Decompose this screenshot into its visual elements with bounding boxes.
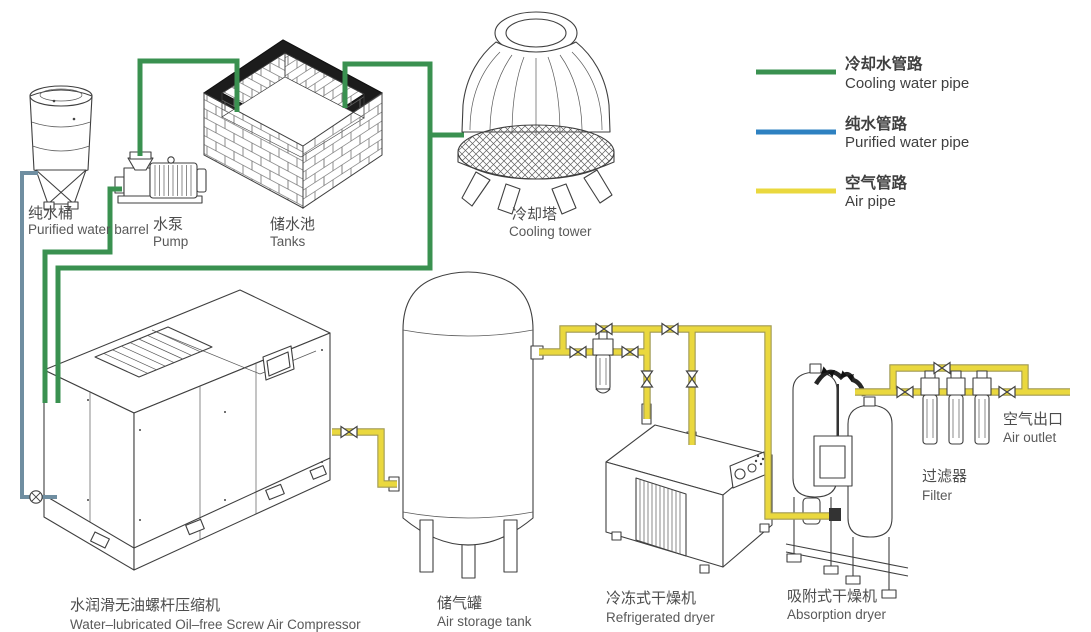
- refrigerated-dryer-drawing: [605, 403, 773, 574]
- valve-icon: [896, 385, 914, 399]
- legend-air-en: Air pipe: [845, 193, 896, 210]
- filter-regulator-drawing: [592, 331, 614, 394]
- absorption-dryer-drawing: [785, 363, 909, 599]
- legend-purified-water-zh: 纯水管路: [845, 114, 908, 133]
- label-cooling-tower-zh: 冷却塔: [512, 206, 557, 223]
- label-compressor-en: Water–lubricated Oil–free Screw Air Comp…: [70, 617, 361, 632]
- label-cooling-tower-en: Cooling tower: [509, 224, 592, 239]
- legend: 冷却水管路 Cooling water pipe 纯水管路 Purified w…: [756, 54, 969, 210]
- legend-cooling-water-zh: 冷却水管路: [845, 54, 923, 73]
- pipe-compressor-to-airtank: [332, 432, 397, 484]
- valve-icon: [29, 490, 43, 504]
- line-filters-drawing: [920, 370, 992, 445]
- label-refrigerated-dryer-en: Refrigerated dryer: [606, 610, 715, 625]
- compressor-drawing: [43, 289, 331, 571]
- filter-unit: [920, 370, 940, 445]
- label-pump-zh: 水泵: [153, 216, 183, 233]
- valve-icon: [661, 322, 679, 336]
- valve-icon: [933, 361, 951, 375]
- pipe-pump-to-tank: [137, 58, 240, 156]
- purified-water-barrel-drawing: [29, 85, 93, 210]
- cooling-tower-drawing: [457, 11, 615, 215]
- label-barrel-zh: 纯水桶: [28, 205, 73, 222]
- label-absorption-dryer-en: Absorption dryer: [787, 607, 887, 622]
- label-absorption-dryer-zh: 吸附式干燥机: [787, 588, 877, 605]
- valve-icon: [569, 345, 587, 359]
- labels: 纯水桶 Purified water barrel 水泵 Pump 储水池 Ta…: [28, 205, 1063, 632]
- legend-purified-water-en: Purified water pipe: [845, 134, 969, 151]
- valve-icon: [621, 345, 639, 359]
- label-pump-en: Pump: [153, 234, 188, 249]
- pipe-compressor-to-pump: [42, 186, 122, 403]
- pump-drawing: [114, 151, 207, 204]
- air-storage-tank-drawing: [388, 271, 544, 579]
- pipe-compressor-to-tower-and-tank: [55, 61, 433, 403]
- label-filter-zh: 过滤器: [922, 468, 967, 485]
- label-air-tank-zh: 储气罐: [437, 595, 482, 612]
- cooling-water-pipes: [42, 58, 464, 403]
- legend-cooling-water-en: Cooling water pipe: [845, 75, 969, 92]
- label-filter-en: Filter: [922, 488, 953, 503]
- filter-unit: [972, 370, 992, 445]
- label-air-outlet-en: Air outlet: [1003, 430, 1057, 445]
- label-tanks-zh: 储水池: [270, 216, 315, 233]
- label-air-outlet-zh: 空气出口: [1003, 411, 1063, 428]
- filter-unit: [946, 370, 966, 445]
- label-refrigerated-dryer-zh: 冷冻式干燥机: [606, 589, 696, 607]
- label-air-tank-en: Air storage tank: [437, 614, 532, 629]
- label-barrel-en: Purified water barrel: [28, 222, 149, 237]
- label-tanks-en: Tanks: [270, 234, 306, 249]
- valve-icon: [685, 370, 699, 388]
- valve-icon: [340, 425, 358, 439]
- valve-icon: [998, 385, 1016, 399]
- legend-air-zh: 空气管路: [845, 173, 908, 192]
- label-compressor-zh: 水润滑无油螺杆压缩机: [70, 597, 220, 614]
- pipe-elbow-fitting: [829, 508, 841, 521]
- valve-icon: [640, 370, 654, 388]
